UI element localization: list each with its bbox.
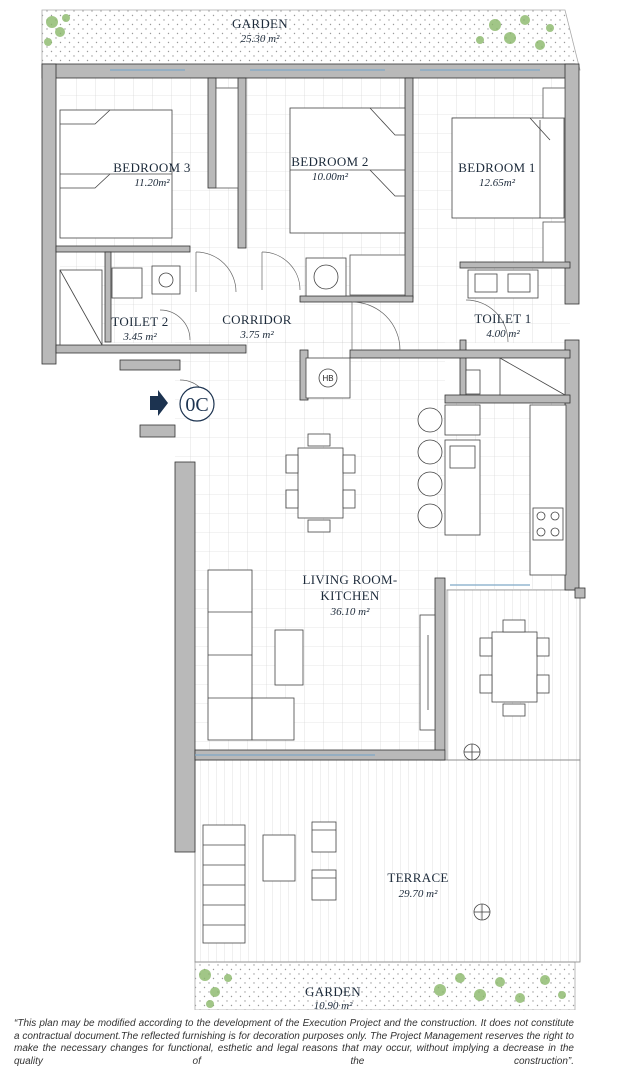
bar-stools bbox=[417, 407, 443, 529]
bed-bedroom-3 bbox=[59, 109, 173, 239]
plant-cluster-top-left bbox=[44, 14, 70, 46]
living-room-name-line1: LIVING ROOM- bbox=[303, 572, 398, 587]
bedroom-1-area: 12.65m² bbox=[479, 177, 516, 189]
kitchen-counter bbox=[444, 404, 567, 576]
dining-table bbox=[285, 433, 356, 533]
terrace-name: TERRACE bbox=[387, 870, 448, 885]
living-room-area: 36.10 m² bbox=[330, 606, 370, 618]
plant-cluster-bottom-left bbox=[199, 969, 232, 1008]
garden-bottom-area bbox=[194, 961, 576, 1010]
coffee-table bbox=[274, 629, 304, 686]
unit-label: 0C bbox=[185, 394, 208, 416]
bedroom-1-name: BEDROOM 1 bbox=[458, 160, 535, 175]
shaft bbox=[305, 257, 347, 297]
terrace-area-value: 29.70 m² bbox=[399, 888, 438, 900]
garden-bottom-area-value: 10.90 m² bbox=[314, 1000, 353, 1010]
sun-loungers bbox=[202, 824, 296, 944]
windows bbox=[110, 69, 540, 756]
bedroom-2-area: 10.00m² bbox=[312, 171, 349, 183]
hb-label: HB bbox=[322, 374, 333, 383]
garden-bottom-name: GARDEN bbox=[305, 984, 361, 999]
toilet-1-name: TOILET 1 bbox=[474, 311, 531, 326]
plant-cluster-bottom-right bbox=[434, 973, 566, 1003]
bedroom-3-area: 11.20m² bbox=[134, 177, 170, 189]
plant-cluster-top-right bbox=[476, 15, 554, 50]
living-room-name-line2: KITCHEN bbox=[320, 588, 379, 603]
bed-bedroom-2 bbox=[289, 107, 406, 234]
bed-bedroom-1 bbox=[451, 117, 565, 219]
terrace-area bbox=[194, 759, 581, 963]
terrace-lamps bbox=[463, 743, 491, 921]
disclaimer-text: “This plan may be modified according to … bbox=[14, 1018, 574, 1067]
corridor-name: CORRIDOR bbox=[222, 312, 292, 327]
toilet-1-fixtures bbox=[465, 269, 566, 396]
wardrobes bbox=[215, 87, 566, 296]
bedroom-3-name: BEDROOM 3 bbox=[113, 160, 190, 175]
floor-plan: HB bbox=[41, 9, 586, 1010]
toilet-2-area: 3.45 m² bbox=[122, 331, 157, 343]
garden-top-area bbox=[41, 9, 581, 71]
garden-top-name: GARDEN bbox=[232, 16, 288, 31]
sofa bbox=[207, 569, 295, 741]
unit-badge: 0C bbox=[179, 386, 215, 422]
tv-unit bbox=[419, 614, 436, 731]
hb-cabinet: HB bbox=[305, 357, 351, 399]
terrace-chairs bbox=[311, 821, 337, 901]
entrance-arrow-icon bbox=[150, 390, 168, 416]
garden-top-area: 25.30 m² bbox=[241, 33, 280, 45]
bedroom-2-name: BEDROOM 2 bbox=[291, 154, 368, 169]
terrace-dining-set bbox=[479, 619, 550, 717]
toilet-2-fixtures bbox=[59, 265, 181, 346]
corridor-area: 3.75 m² bbox=[239, 329, 274, 341]
toilet-2-name: TOILET 2 bbox=[111, 314, 168, 329]
toilet-1-area: 4.00 m² bbox=[486, 328, 520, 340]
